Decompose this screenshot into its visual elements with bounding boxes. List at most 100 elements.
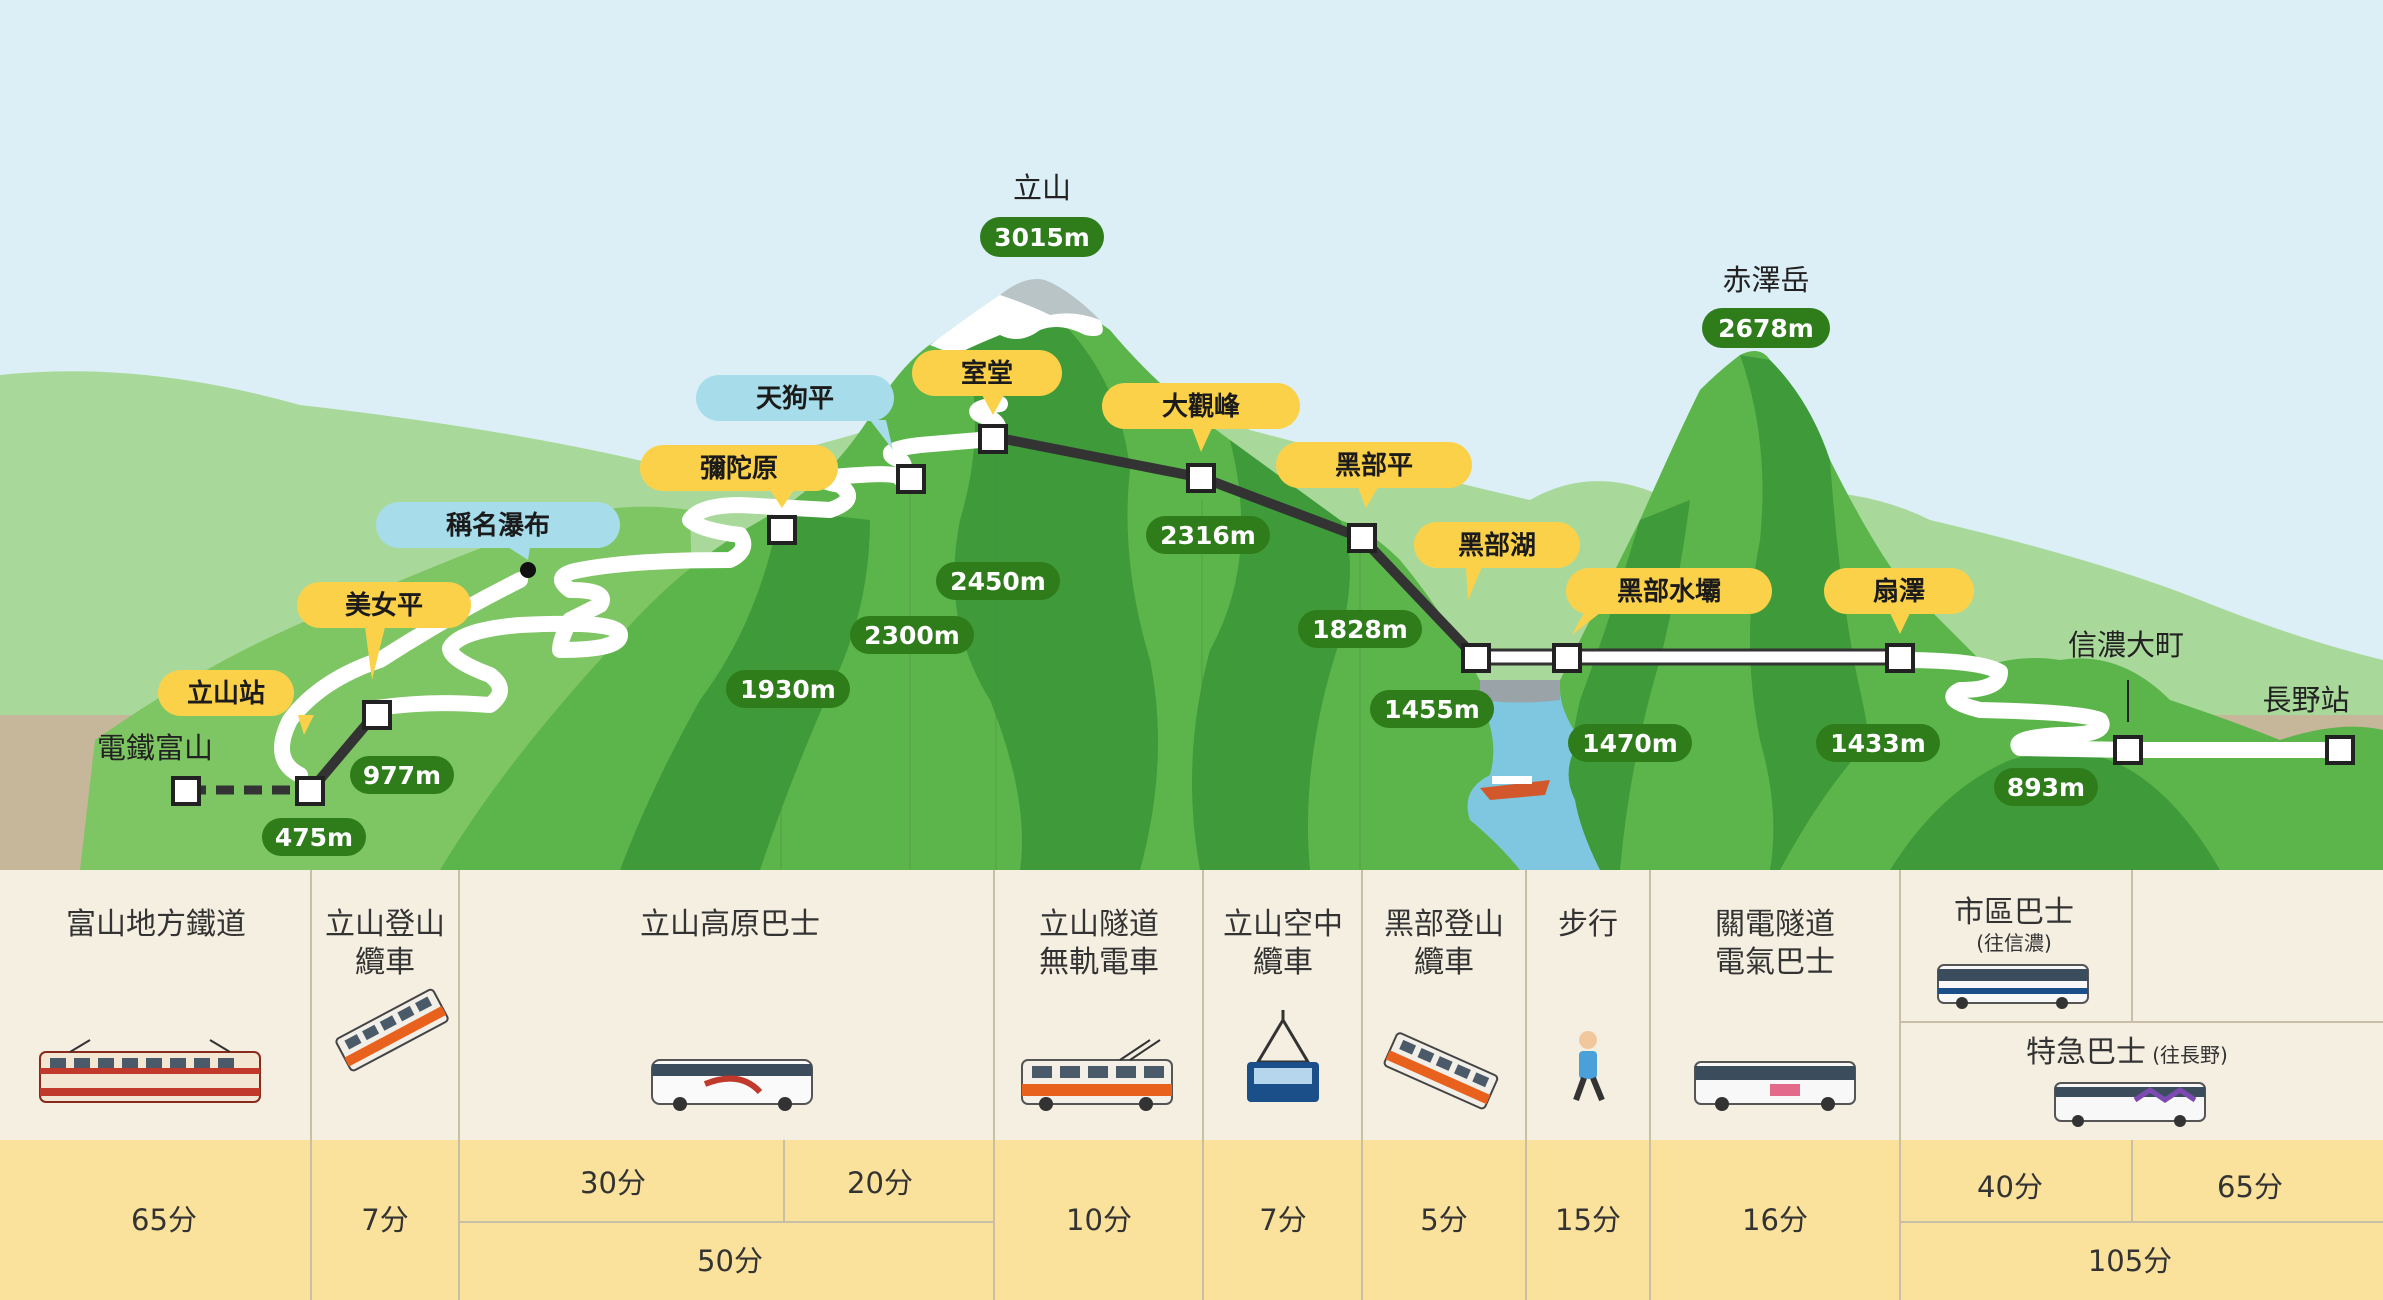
peak-akazawadake-elevation: 2678m: [1718, 314, 1814, 343]
elev-kurobe-lake: 1455m: [1384, 695, 1480, 724]
station-kurobe-dam: [1552, 643, 1582, 673]
route-bus-road: [1892, 652, 2348, 758]
time-ropeway: 7分: [1259, 1203, 1306, 1237]
station-tateyama: [295, 776, 325, 806]
station-kurobedaira: [1347, 523, 1377, 553]
mode-express-bus: 特急巴士: [2026, 1035, 2146, 1070]
trolleybus-icon: [1021, 1039, 1173, 1111]
peak-akazawadake-badge: [1702, 308, 1830, 348]
mode-city-bus-sub: (往信濃): [1976, 931, 2052, 955]
bus-icon: [651, 1059, 813, 1111]
callout-midagahara: 彌陀原: [640, 445, 838, 508]
mode-ropeway-2: 纜車: [1253, 945, 1313, 980]
route-dam-walk-outline: [1478, 648, 1900, 666]
peak-tateyama-badge: [980, 217, 1104, 257]
callout-tateyama-station: 立山站: [158, 670, 314, 735]
mode-ropeway-1: 立山空中: [1223, 907, 1343, 942]
tateyama-ridge: [1192, 440, 1350, 870]
station-midagahara: [767, 515, 797, 545]
cable-car-icon: [335, 988, 449, 1072]
mode-electric-bus-2: 電氣巴士: [1715, 945, 1835, 980]
svg-text:黑部湖: 黑部湖: [1458, 531, 1536, 561]
time-kurobe-cable: 5分: [1420, 1203, 1467, 1237]
time-trolleybus: 10分: [1066, 1203, 1132, 1237]
mode-trolleybus-1: 立山隧道: [1039, 907, 1159, 942]
time-band: [0, 1140, 2383, 1300]
ropeway-icon: [1247, 1010, 1319, 1102]
mode-walk: 步行: [1558, 907, 1618, 942]
peak-akazawadake-name: 赤澤岳: [1722, 263, 1809, 297]
elev-ogizawa: 1433m: [1830, 729, 1926, 758]
time-electric-bus: 16分: [1742, 1203, 1808, 1237]
kurobe-dam: [1480, 680, 1560, 703]
callout-ogizawa: 扇澤: [1824, 568, 1974, 634]
mode-tateyama-cable-1: 立山登山: [325, 907, 445, 942]
tateyama-peak-rock: [1000, 279, 1100, 320]
svg-text:扇澤: 扇澤: [1873, 576, 1925, 607]
elev-midagahara: 1930m: [740, 675, 836, 704]
label-shinano-omachi: 信濃大町: [2068, 628, 2184, 662]
column-dividers: [310, 870, 2383, 1300]
label-dentetsu-toyama: 電鐵富山: [97, 731, 213, 765]
station-kurobe-lake: [1461, 643, 1491, 673]
svg-text:彌陀原: 彌陀原: [700, 454, 778, 484]
peak-tateyama-elevation: 3015m: [994, 223, 1090, 252]
elevation-badges: 475m 977m 1930m 2300m 2450m 2316m 1828m …: [262, 516, 2098, 856]
callout-bijodaira: 美女平: [297, 582, 471, 680]
mode-kurobe-cable-1: 黑部登山: [1384, 907, 1504, 942]
right-foothill-dark: [1890, 752, 2220, 870]
kurobe-lake-water: [1467, 690, 1600, 870]
elev-daikanbo: 2316m: [1160, 521, 1256, 550]
walker-icon: [1573, 1031, 1605, 1102]
svg-text:美女平: 美女平: [345, 590, 423, 621]
station-nagano: [2325, 735, 2355, 765]
callout-kurobedaira: 黑部平: [1276, 442, 1472, 508]
elev-kurobedaira: 1828m: [1312, 615, 1408, 644]
time-highland-bus-total: 50分: [697, 1244, 763, 1278]
electric-bus-icon: [1694, 1061, 1856, 1111]
callout-murodo: 室堂: [912, 350, 1062, 415]
station-tengudaira: [896, 464, 926, 494]
mode-electric-bus-1: 關電隧道: [1715, 907, 1835, 942]
express-bus-icon: [2054, 1082, 2206, 1127]
falls-marker: [520, 562, 536, 578]
express-bus-icon: [1937, 964, 2089, 1009]
time-bus-b: 65分: [2217, 1170, 2283, 1204]
svg-text:大觀峰: 大觀峰: [1162, 392, 1240, 422]
time-bus-a: 40分: [1977, 1170, 2043, 1204]
svg-text:立山站: 立山站: [187, 678, 265, 709]
station-shinano-omachi: [2113, 735, 2143, 765]
elev-kurobe-dam: 1470m: [1582, 729, 1678, 758]
station-ogizawa: [1885, 643, 1915, 673]
boat-icon: [1480, 776, 1550, 800]
station-dentetsu-toyama: [171, 776, 201, 806]
svg-text:稱名瀑布: 稱名瀑布: [446, 510, 550, 541]
cable-car-icon: [1383, 1032, 1499, 1110]
elev-murodo: 2450m: [950, 567, 1046, 596]
elev-tateyama-station: 475m: [275, 823, 353, 852]
route-cable-2: [993, 432, 1480, 662]
svg-text:室堂: 室堂: [961, 358, 1013, 389]
mode-toyama-railway: 富山地方鐵道: [66, 907, 246, 942]
peak-tateyama-name: 立山: [1013, 171, 1071, 205]
time-bus-total: 105分: [2088, 1244, 2172, 1278]
time-walk: 15分: [1555, 1203, 1621, 1237]
svg-text:天狗平: 天狗平: [756, 384, 834, 414]
time-toyama-railway: 65分: [131, 1203, 197, 1237]
mode-trolleybus-2: 無軌電車: [1039, 945, 1159, 980]
elev-bijodaira: 977m: [363, 761, 441, 790]
callout-tengudaira: 天狗平: [696, 375, 894, 450]
time-highland-bus-b: 20分: [847, 1166, 913, 1200]
label-nagano-station: 長野站: [2262, 683, 2349, 717]
station-markers: [171, 424, 2355, 806]
elev-shinano-omachi: 893m: [2007, 773, 2085, 802]
callout-kurobe-dam: 黑部水壩: [1566, 568, 1772, 635]
svg-text:黑部平: 黑部平: [1335, 451, 1413, 481]
callout-kurobe-lake: 黑部湖: [1414, 522, 1580, 600]
station-bijodaira: [362, 700, 392, 730]
train-icon: [39, 1039, 261, 1103]
time-highland-bus-a: 30分: [580, 1166, 646, 1200]
mode-kurobe-cable-2: 纜車: [1414, 945, 1474, 980]
callout-daikanbo: 大觀峰: [1102, 383, 1300, 452]
